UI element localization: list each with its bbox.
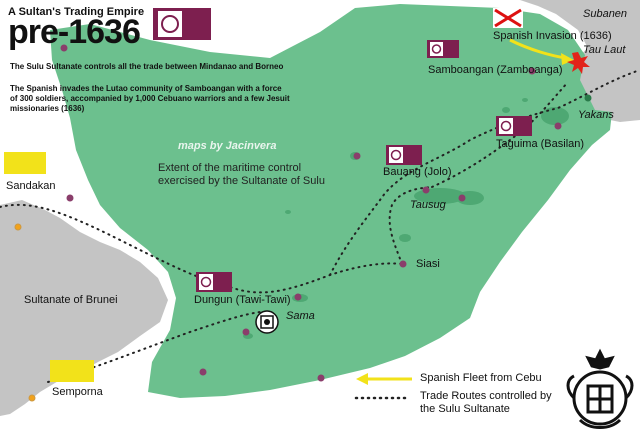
label-siasi: Siasi — [416, 258, 440, 270]
label-bauang: Bauang (Jolo) — [383, 166, 452, 178]
label-semporna: Semporna — [52, 386, 103, 398]
page-title: pre-1636 — [8, 13, 141, 51]
flag-samboangan — [427, 40, 459, 58]
spanish-fleet-arrow — [509, 38, 574, 65]
explosion-icon — [567, 52, 590, 74]
label-subanen: Subanen — [583, 8, 628, 20]
flag-header — [153, 8, 211, 40]
label-tau-laut: Tau Laut — [583, 44, 626, 56]
label-yakans: Yakans — [578, 109, 614, 121]
label-spanish-invasion: Spanish Invasion (1636) — [493, 30, 612, 42]
control-description: The Sulu Sultanate controls all the trad… — [10, 62, 284, 71]
sandakan-marker — [4, 152, 46, 174]
watermark: maps by Jacinvera — [178, 140, 277, 152]
legend-fleet-arrow — [356, 373, 412, 385]
label-tausug: Tausug — [410, 199, 446, 211]
extent-label: Extent of the maritime control exercised… — [158, 162, 325, 187]
sultanate-emblem-small — [255, 310, 279, 334]
invasion-description: The Spanish invades the Lutao community … — [10, 84, 290, 113]
sulu-control-zone — [50, 4, 612, 398]
sandakan-point — [14, 223, 22, 231]
label-taguima: Taguima (Basilan) — [496, 138, 585, 150]
flag-dungun — [196, 272, 232, 292]
label-dungun: Dungun (Tawi-Tawi) — [194, 294, 291, 306]
header-subtitle: A Sultan's Trading Empire — [8, 6, 145, 18]
semporna-point — [28, 394, 36, 402]
settlement-dots — [60, 44, 592, 382]
semporna-marker — [50, 360, 94, 382]
legend-fleet-label: Spanish Fleet from Cebu — [420, 372, 542, 384]
sultanate-emblem-icon — [566, 348, 634, 429]
burgundy-cross-flag-icon — [493, 8, 523, 28]
borneo-land — [0, 200, 168, 416]
flag-taguima — [496, 116, 532, 136]
label-sama: Sama — [286, 310, 315, 322]
label-samboangan: Samboangan (Zamboanga) — [428, 64, 563, 76]
legend-routes-label: Trade Routes controlled by the Sulu Sult… — [420, 390, 552, 415]
label-sandakan: Sandakan — [6, 180, 56, 192]
label-brunei: Sultanate of Brunei — [24, 294, 118, 306]
flag-bauang — [386, 145, 422, 165]
